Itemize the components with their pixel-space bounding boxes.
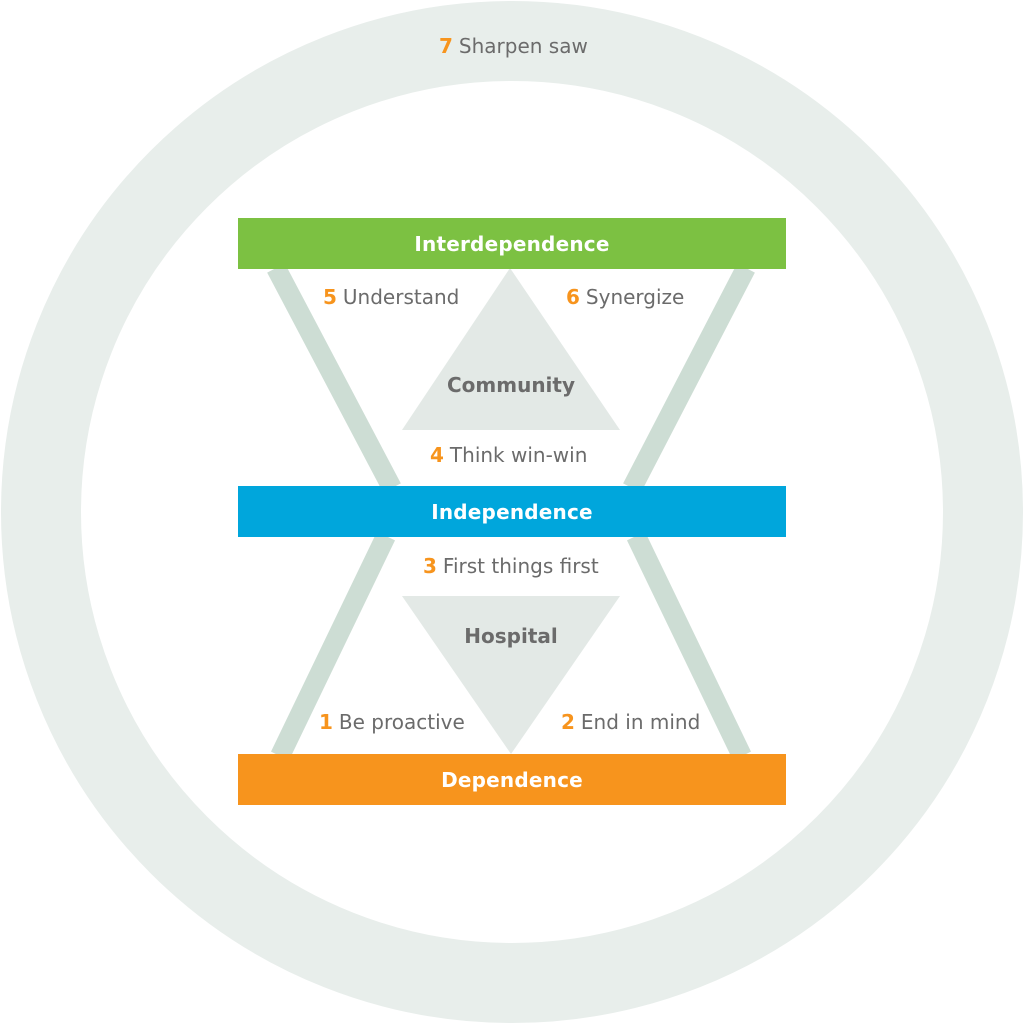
habit-3-number: 3 — [423, 554, 437, 578]
habit-4-text: Think win-win — [449, 443, 588, 467]
habit-6-number: 6 — [566, 285, 580, 309]
strut-left-lower — [270, 531, 396, 761]
habit-4-number: 4 — [430, 443, 444, 467]
habit-7-number: 7 — [439, 34, 453, 58]
interdependence-label: Interdependence — [414, 231, 610, 256]
habit-5-number: 5 — [323, 285, 337, 309]
habit-3-text: First things first — [442, 554, 599, 578]
community-label: Community — [446, 373, 576, 397]
habit-6-text: Synergize — [585, 285, 685, 309]
interdependence-band: Interdependence — [238, 218, 786, 269]
habit-2-text: End in mind — [580, 710, 701, 734]
strut-right-upper — [623, 263, 755, 493]
independence-label: Independence — [431, 499, 593, 524]
habit-1-number: 1 — [319, 710, 333, 734]
dependence-label: Dependence — [441, 767, 583, 792]
habit-5-text: Understand — [342, 285, 460, 309]
hospital-triangle — [402, 596, 620, 754]
independence-band: Independence — [238, 486, 786, 537]
community-triangle — [402, 268, 620, 430]
habit-7-text: Sharpen saw — [458, 34, 588, 58]
habit-1-text: Be proactive — [338, 710, 465, 734]
habit-2-number: 2 — [561, 710, 575, 734]
dependence-band: Dependence — [238, 754, 786, 805]
hospital-label: Hospital — [464, 624, 558, 648]
strut-left-upper — [267, 263, 401, 493]
strut-right-lower — [626, 531, 752, 761]
